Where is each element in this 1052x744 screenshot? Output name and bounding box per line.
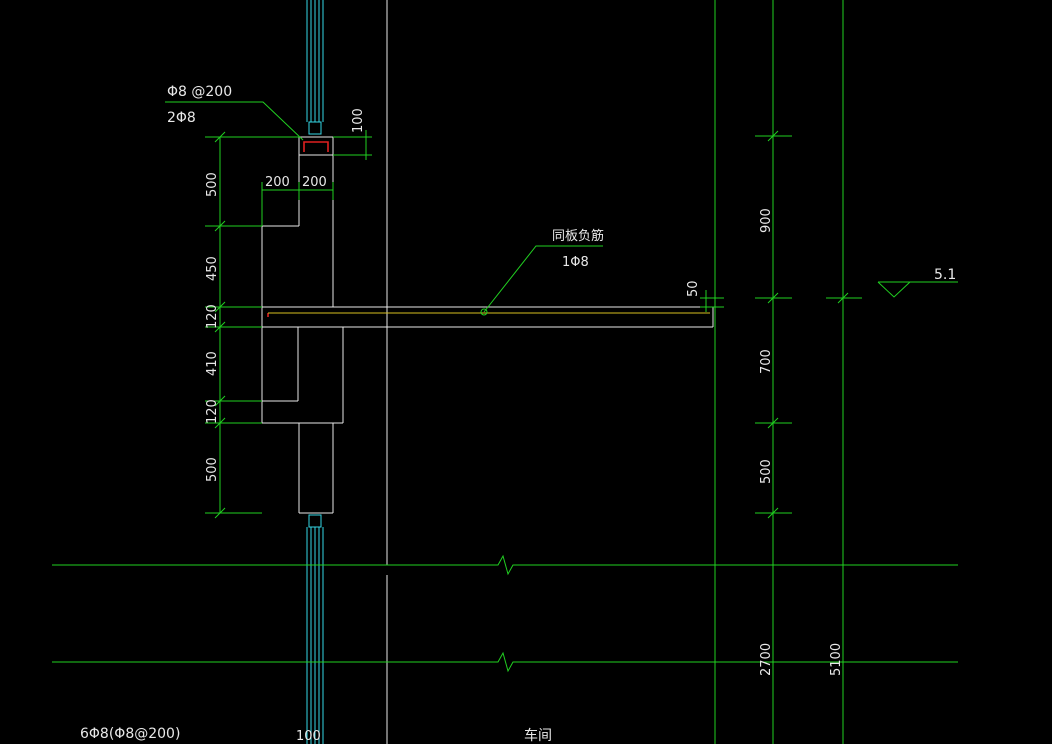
dim-slab-50: 50 — [686, 280, 701, 297]
bottom-left-label: 6Φ8(Φ8@200) — [80, 726, 180, 742]
dim-left-500-top: 500 — [205, 172, 220, 197]
dim-left-410: 410 — [205, 351, 220, 376]
dim-right-5100: 5100 — [829, 643, 844, 676]
room-label: 车间 — [524, 727, 552, 744]
beam-section-outline — [245, 136, 714, 514]
width-dimension — [261, 182, 334, 226]
slab-bar-label: 1Φ8 — [562, 255, 589, 270]
slab-50-dimension — [700, 290, 724, 312]
dim-width-200-a: 200 — [265, 175, 290, 190]
dim-left-120-a: 120 — [205, 304, 220, 329]
break-line-bottom — [52, 651, 958, 673]
elevation-label: 5.1 — [934, 267, 956, 283]
top-rebar — [303, 141, 329, 152]
dim-top-100: 100 — [351, 108, 366, 133]
left-dimension-chain — [205, 131, 300, 519]
dim-right-500: 500 — [759, 459, 774, 484]
dim-bottom-100: 100 — [296, 729, 321, 744]
break-line-top — [52, 554, 958, 576]
stirrup-label: Φ8 @200 — [167, 84, 232, 100]
glazing-column-bottom — [306, 514, 324, 744]
slab-bar-leader — [483, 245, 603, 313]
stirrup-leader — [165, 101, 304, 141]
glazing-column-top — [306, 0, 324, 135]
dim-left-450: 450 — [205, 256, 220, 281]
slab-bar-title: 同板负筋 — [552, 228, 604, 244]
dim-right-2700: 2700 — [759, 643, 774, 676]
elevation-marker — [877, 281, 958, 298]
dim-left-500-bottom: 500 — [205, 457, 220, 482]
dim-width-200-b: 200 — [302, 175, 327, 190]
slab-bar-marker — [480, 308, 488, 316]
dim-left-120-b: 120 — [205, 399, 220, 424]
dim-right-700: 700 — [759, 349, 774, 374]
dim-right-900: 900 — [759, 208, 774, 233]
top-bars-label: 2Φ8 — [167, 110, 196, 126]
right-dimension-ticks — [755, 130, 862, 519]
top-100-dimension — [333, 130, 372, 160]
